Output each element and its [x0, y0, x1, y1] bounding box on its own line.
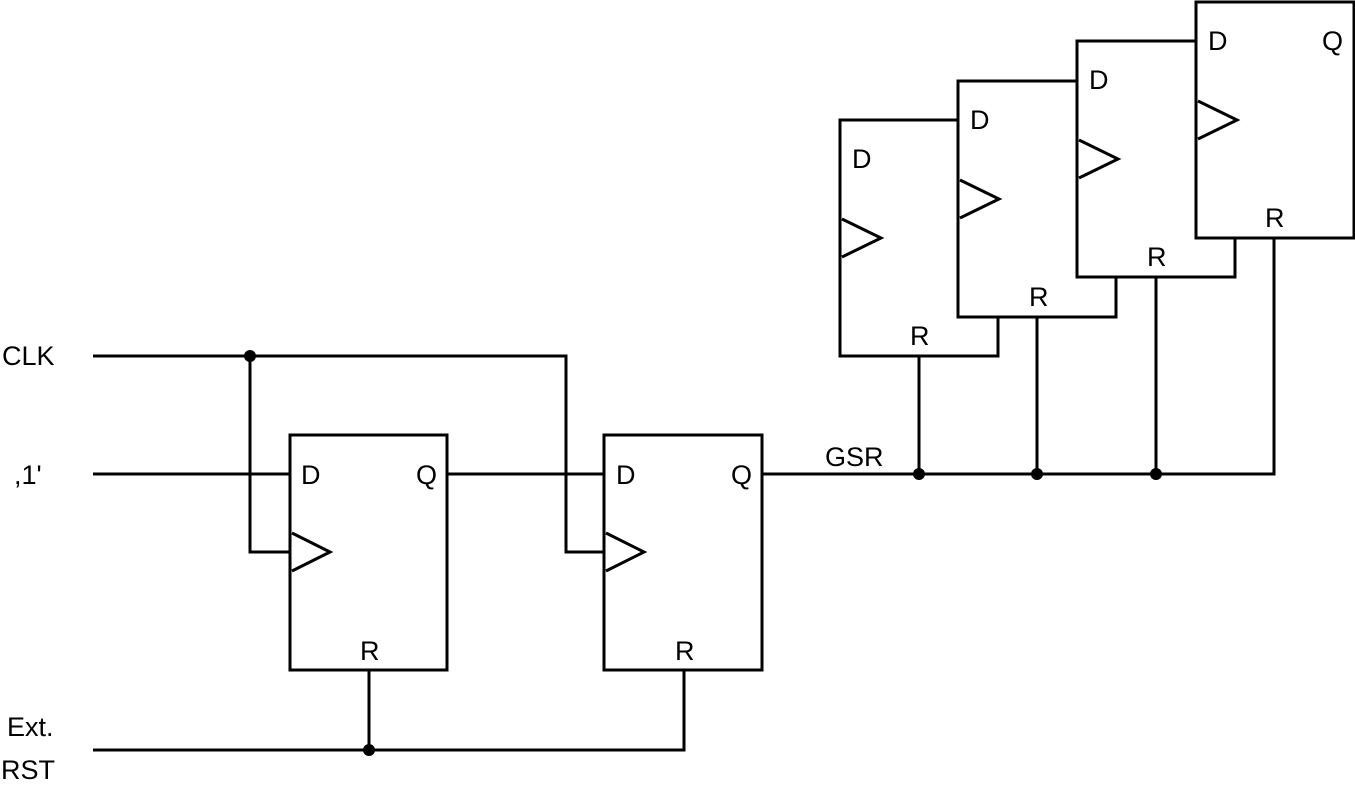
port-r-label: R — [675, 636, 695, 666]
ext-rst-label-line2: RST — [1, 755, 55, 785]
ext-rst-wire — [93, 670, 686, 752]
sync-flip-flop-1: D Q R — [288, 433, 449, 672]
clk-wire — [93, 354, 604, 554]
sync-flip-flop-2: D Q R — [602, 433, 764, 672]
clk-branch-wire — [248, 356, 290, 554]
port-r-label: R — [360, 636, 380, 666]
port-r-label: R — [1265, 203, 1285, 233]
ext-rst-label-line1: Ext. — [7, 712, 54, 742]
port-q-label: Q — [416, 460, 437, 490]
port-q-label: Q — [1322, 26, 1343, 56]
port-d-label: D — [1089, 65, 1109, 95]
gsr-signal-label: GSR — [825, 442, 884, 472]
gsr-wire — [762, 238, 1276, 476]
port-d-label: D — [852, 144, 872, 174]
port-r-label: R — [910, 321, 930, 351]
reset-flip-flop-4: D Q R — [1194, 0, 1355, 240]
junction-dot — [1150, 468, 1162, 480]
junction-dot — [913, 468, 925, 480]
one-signal-label: ,1' — [14, 460, 42, 490]
clk-signal-label: CLK — [2, 341, 55, 371]
port-q-label: Q — [731, 460, 752, 490]
port-d-label: D — [616, 460, 636, 490]
junctions — [244, 350, 1162, 756]
port-d-label: D — [970, 105, 990, 135]
port-r-label: R — [1029, 282, 1049, 312]
port-d-label: D — [301, 460, 321, 490]
junction-dot — [244, 350, 256, 362]
port-r-label: R — [1147, 242, 1167, 272]
port-d-label: D — [1208, 26, 1228, 56]
wiring — [93, 238, 1276, 752]
junction-dot — [1031, 468, 1043, 480]
junction-dot — [363, 744, 375, 756]
